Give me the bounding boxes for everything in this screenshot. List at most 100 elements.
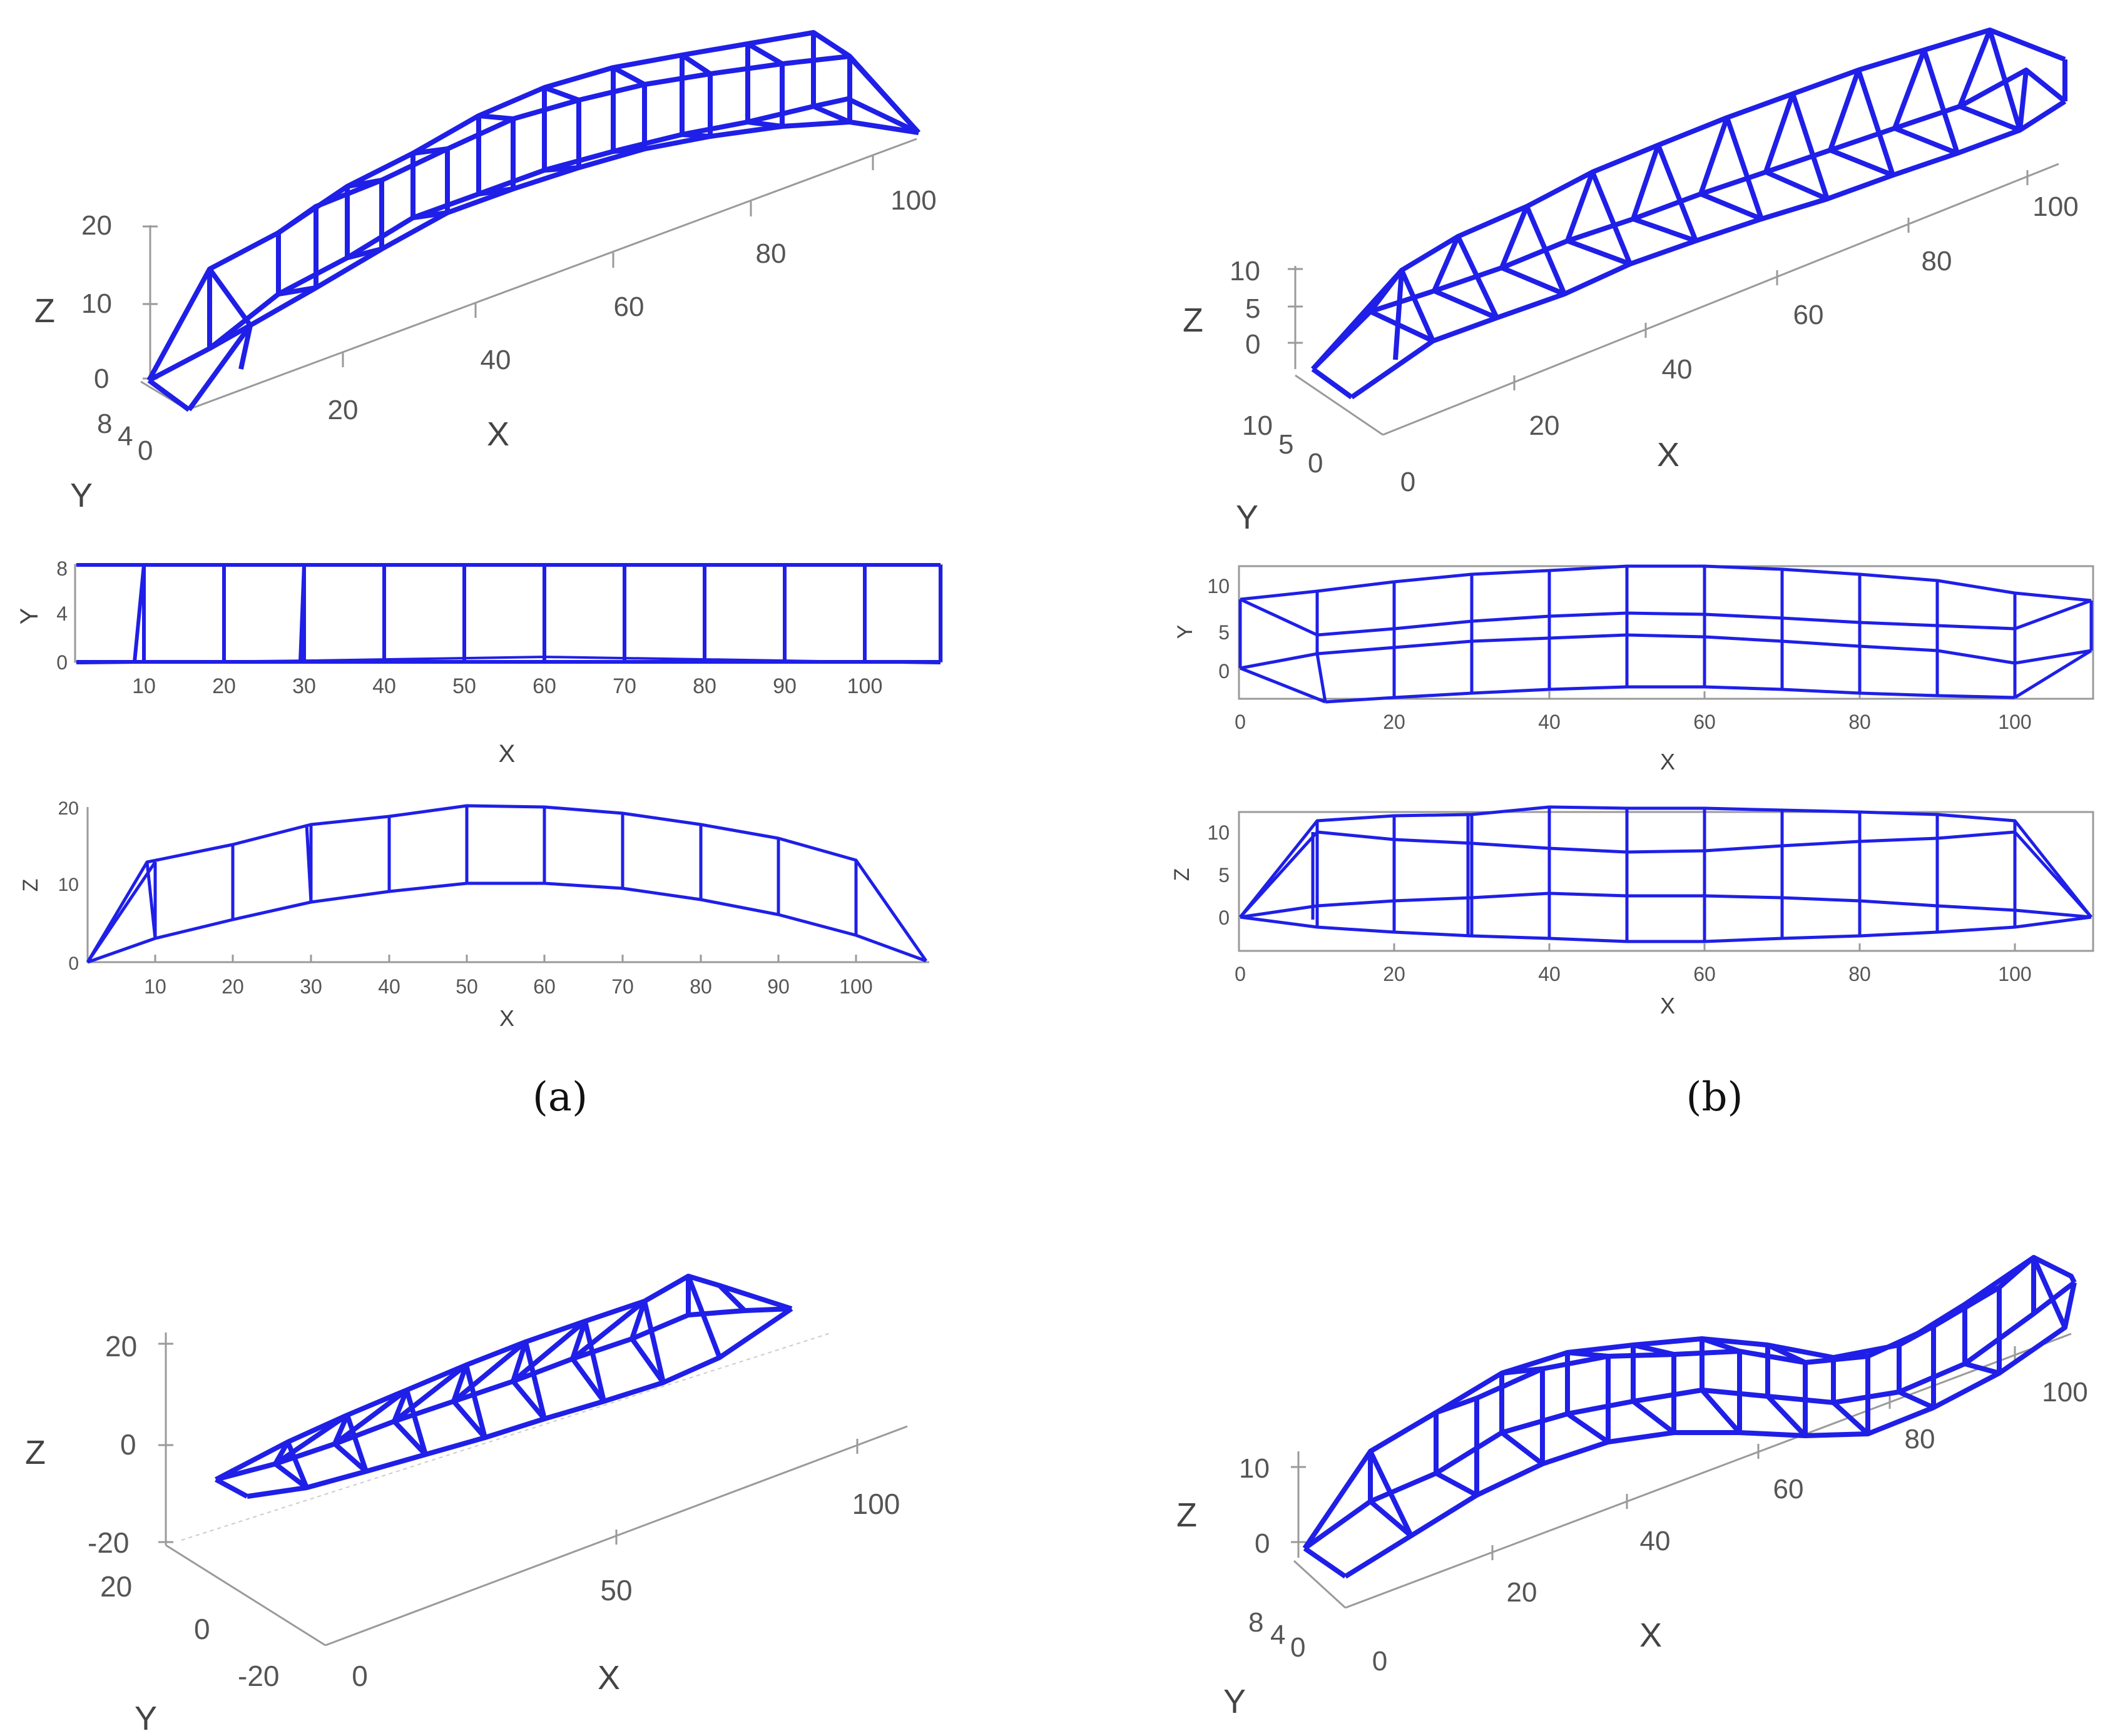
panel-d-y-tick: 4: [1270, 1620, 1285, 1650]
panel-a-z-tick: 10: [81, 288, 112, 319]
panel-b-xy-x-tick: 20: [1383, 711, 1405, 733]
panel-b-xy-truss: [1238, 564, 2093, 704]
panel-a-xy-x-tick: 50: [452, 674, 476, 698]
panel-b-xz-x-tick: 80: [1848, 963, 1871, 985]
panel-c-3d-view: 20 0 -20 0 50 100 20 0 -20 Z X Y: [25, 1274, 908, 1736]
panel-c-x-label: X: [598, 1659, 620, 1697]
panel-a-xy-y-tick: 8: [56, 557, 68, 580]
panel-b-3d-view: 0 5 10 0 20 40 60 80 100 10 5 0 Z X Y: [1183, 28, 2079, 536]
panel-a-xy-y-label: Y: [16, 608, 43, 625]
panel-b-xz-x-tick: 40: [1538, 963, 1561, 985]
panel-a-x-tick: 20: [328, 395, 359, 425]
panel-a-xy-x-tick: 30: [292, 674, 316, 698]
panel-a-xz-x-tick: 90: [767, 975, 790, 998]
panel-a-z-tick: 20: [81, 210, 112, 241]
panel-b-xz-z-label: Z: [1170, 868, 1194, 881]
panel-a-xz-truss: [86, 804, 928, 964]
panel-b-xy-y-label: Y: [1173, 625, 1197, 639]
panel-c-x-tick: 100: [852, 1488, 900, 1520]
panel-b-y-tick: 0: [1308, 448, 1323, 479]
panel-b-xy-x-label: X: [1660, 749, 1675, 774]
panel-b-z-label: Z: [1183, 302, 1203, 339]
panel-a-xz-x-tick: 60: [533, 975, 556, 998]
panel-a-xz-x-tick: 20: [222, 975, 244, 998]
panel-a-xz-z-tick: 0: [68, 953, 79, 974]
panel-a-xy-y-tick: 0: [56, 651, 68, 674]
panel-d-x-tick: 0: [1372, 1646, 1387, 1677]
caption-b: (b): [1686, 1074, 1743, 1120]
panel-b-z-tick: 10: [1230, 256, 1260, 287]
panel-a-xy-x-tick: 20: [212, 674, 236, 698]
panel-d-z-tick: 0: [1255, 1528, 1270, 1559]
panel-b-xy-x-tick: 100: [1998, 711, 2031, 733]
panel-c-z-label: Z: [25, 1434, 46, 1471]
panel-c-y-label: Y: [135, 1700, 157, 1736]
panel-b-y-label: Y: [1236, 499, 1258, 536]
panel-a-x-tick: 100: [890, 185, 936, 216]
panel-b-xz-truss: [1239, 805, 2092, 943]
panel-a-y-label: Y: [70, 477, 93, 514]
panel-a-3d-view: 0 10 20 20 40 60 80 100 8 4 0 Z X Y: [34, 30, 937, 514]
panel-a-xz-view: 10 20 30 40 50 60 70 80 90 100 0 10 20 X…: [19, 798, 929, 1031]
panel-a-xy-truss: [76, 563, 942, 664]
panel-a-z-label: Z: [34, 292, 55, 330]
panel-b-xz-x-label: X: [1660, 993, 1675, 1018]
panel-d-x-tick: 100: [2042, 1377, 2087, 1408]
panel-a-z-tick: 0: [94, 363, 109, 394]
panel-b-x-tick: 100: [2032, 191, 2078, 222]
panel-b-x-tick: 80: [1922, 246, 1952, 277]
panel-b-truss: [1311, 28, 2067, 400]
panel-a-xy-x-label: X: [499, 740, 516, 768]
panel-b-xz-z-tick: 10: [1207, 821, 1230, 844]
panel-b-y-tick: 10: [1242, 410, 1273, 441]
panel-d-x-tick: 60: [1773, 1474, 1804, 1505]
panel-a-xy-x-tick: 60: [533, 674, 556, 698]
panel-d-y-label: Y: [1223, 1683, 1246, 1720]
panel-a-xy-x-tick: 100: [847, 674, 883, 698]
panel-d-z-label: Z: [1176, 1496, 1197, 1534]
panel-c-x-tick: 50: [600, 1574, 632, 1607]
panel-a-xz-z-tick: 20: [58, 798, 79, 819]
panel-a-xz-x-tick: 40: [378, 975, 400, 998]
panel-c-z-tick: 20: [105, 1330, 137, 1363]
panel-b-x-tick: 40: [1662, 354, 1693, 385]
panel-b-xz-x-tick: 100: [1998, 963, 2031, 985]
panel-b-xy-y-tick: 10: [1207, 575, 1230, 597]
panel-b-xy-view: 0 20 40 60 80 100 0 5 10 X Y: [1173, 564, 2094, 774]
panel-c-y-tick: -20: [238, 1660, 279, 1692]
panel-b-xz-x-tick: 60: [1693, 963, 1716, 985]
panel-a-y-tick: 8: [97, 409, 112, 439]
panel-b-z-tick: 0: [1245, 329, 1260, 360]
panel-a-x-label: X: [487, 415, 509, 453]
panel-b-x-tick: 60: [1793, 300, 1824, 330]
panel-b-xz-z-tick: 5: [1218, 864, 1230, 886]
panel-a-truss: [146, 30, 920, 412]
panel-d-x-tick: 80: [1905, 1424, 1935, 1454]
panel-b-x-label: X: [1657, 436, 1679, 474]
panel-a-x-tick: 60: [614, 292, 645, 322]
panel-b-xz-z-tick: 0: [1218, 906, 1230, 929]
panel-a-xz-x-tick: 50: [456, 975, 478, 998]
panel-a-3d-axes: [140, 138, 917, 411]
panel-c-z-tick: 0: [120, 1428, 136, 1461]
panel-d-y-tick: 0: [1290, 1632, 1305, 1663]
panel-d-truss: [1302, 1255, 2077, 1579]
panel-c-truss: [215, 1274, 793, 1499]
panel-a-xz-x-tick: 10: [144, 975, 166, 998]
panel-a-xz-x-tick: 80: [690, 975, 712, 998]
panel-a-xz-x-label: X: [499, 1005, 514, 1031]
panel-b-xz-view: 0 20 40 60 80 100 0 5 10 X Z: [1170, 805, 2094, 1018]
panel-d-x-label: X: [1639, 1617, 1662, 1654]
panel-b-x-tick: 20: [1529, 410, 1560, 441]
panel-a-y-tick: 0: [138, 435, 153, 466]
panel-d-x-tick: 20: [1507, 1577, 1537, 1608]
panel-b-xz-x-tick: 0: [1235, 963, 1246, 985]
caption-a: (a): [533, 1074, 588, 1120]
panel-a-xy-x-tick: 70: [613, 674, 636, 698]
panel-b-x-tick: 0: [1400, 467, 1415, 497]
panel-a-xz-z-tick: 10: [58, 875, 79, 895]
panel-d-x-tick: 40: [1640, 1526, 1671, 1556]
panel-a-xz-x-tick: 30: [300, 975, 322, 998]
panel-c-z-tick: -20: [88, 1526, 129, 1559]
